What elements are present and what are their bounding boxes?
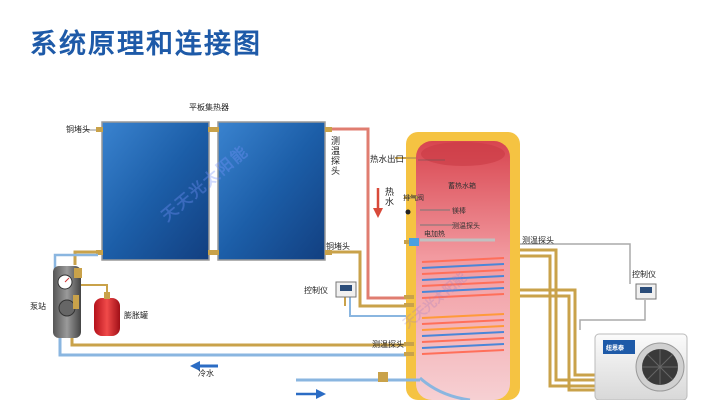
cold-inlet-arrow <box>296 378 345 399</box>
expansion-tank <box>81 284 120 336</box>
hot-water-label: 热水 <box>385 188 395 208</box>
solar-collector <box>96 121 332 261</box>
cold-water-arrow <box>190 361 218 371</box>
magnesium-rod-label: 镁棒 <box>452 207 466 215</box>
temp-probe-bottom-label: 测温探头 <box>372 340 404 349</box>
copper-cap-right-label: 铜堵头 <box>326 242 350 251</box>
pump-station-label: 泵站 <box>30 302 46 311</box>
page-title: 系统原理和连接图 <box>30 29 262 60</box>
storage-tank-label: 蓄热水箱 <box>448 182 476 190</box>
collector-label: 平板集热器 <box>189 103 229 112</box>
temp-probe-tank-label: 测温探头 <box>452 222 480 230</box>
hot-water-arrow <box>373 188 383 218</box>
vent-valve-label: 排气阀 <box>403 194 424 202</box>
hot-water-outlet-label: 热水出口 <box>370 155 405 165</box>
controller-left <box>335 281 357 298</box>
pump-station <box>53 266 82 338</box>
storage-tank <box>395 132 520 400</box>
electric-heater-label: 电加热 <box>424 230 445 238</box>
heat-pump-unit <box>594 333 688 400</box>
cold-water-label: 冷水 <box>198 369 214 378</box>
copper-cap-left-label: 铜堵头 <box>66 125 90 134</box>
controller-left-label: 控制仪 <box>304 286 328 295</box>
temp-probe-top-label: 测温探头 <box>331 137 341 177</box>
heat-pump-brand: 纽恩泰 <box>606 345 625 352</box>
controller-right <box>635 283 657 300</box>
controller-right-label: 控制仪 <box>632 270 656 279</box>
expansion-tank-label: 膨胀罐 <box>124 311 148 320</box>
temp-probe-right-label: 测温探头 <box>522 236 554 245</box>
